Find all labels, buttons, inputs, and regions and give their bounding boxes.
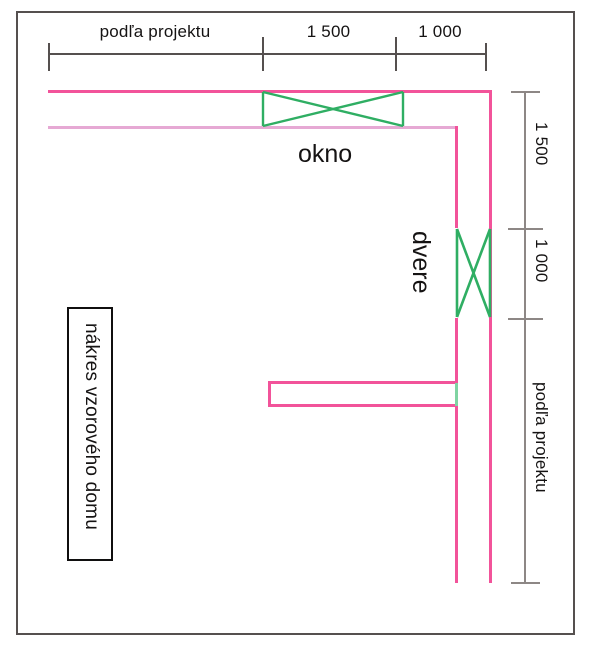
wall-right-outer — [489, 90, 492, 583]
title-box: nákres vzorového domu — [67, 307, 113, 561]
right-dimension-label-3: podľa projektu — [532, 382, 551, 493]
wall-right-inner-upper — [455, 126, 458, 228]
right-dimension-label-2: 1 000 — [532, 239, 551, 283]
right-dimension-line — [524, 91, 526, 583]
top-dimension-tick-1 — [262, 37, 264, 71]
right-dimension-tick-1 — [508, 228, 543, 230]
wall-right-inner-lower — [455, 318, 458, 583]
right-dimension-label-1: 1 500 — [532, 122, 551, 166]
wall-partition-end — [268, 381, 271, 407]
wall-partition-top — [268, 381, 458, 384]
top-dimension-label-1: podľa projektu — [99, 22, 211, 41]
top-dimension-label-2: 1 500 — [306, 22, 351, 41]
wall-top-inner — [48, 126, 455, 129]
wall-partition-bottom — [268, 404, 458, 407]
door-label: dvere — [407, 231, 435, 294]
top-dimension-label-3: 1 000 — [418, 22, 462, 41]
top-dimension-tick-right — [485, 43, 487, 71]
wall-top-outer — [48, 90, 492, 93]
top-dimension-tick-2 — [395, 37, 397, 71]
right-dimension-tick-2 — [508, 318, 543, 320]
top-dimension-line — [48, 53, 487, 55]
top-dimension-tick-left — [48, 43, 50, 71]
title-box-label: nákres vzorového domu — [81, 323, 102, 530]
drawing-frame — [16, 11, 575, 635]
right-dimension-tick-top — [511, 91, 540, 93]
right-dimension-tick-bottom — [511, 582, 540, 584]
window-label: okno — [298, 140, 353, 168]
